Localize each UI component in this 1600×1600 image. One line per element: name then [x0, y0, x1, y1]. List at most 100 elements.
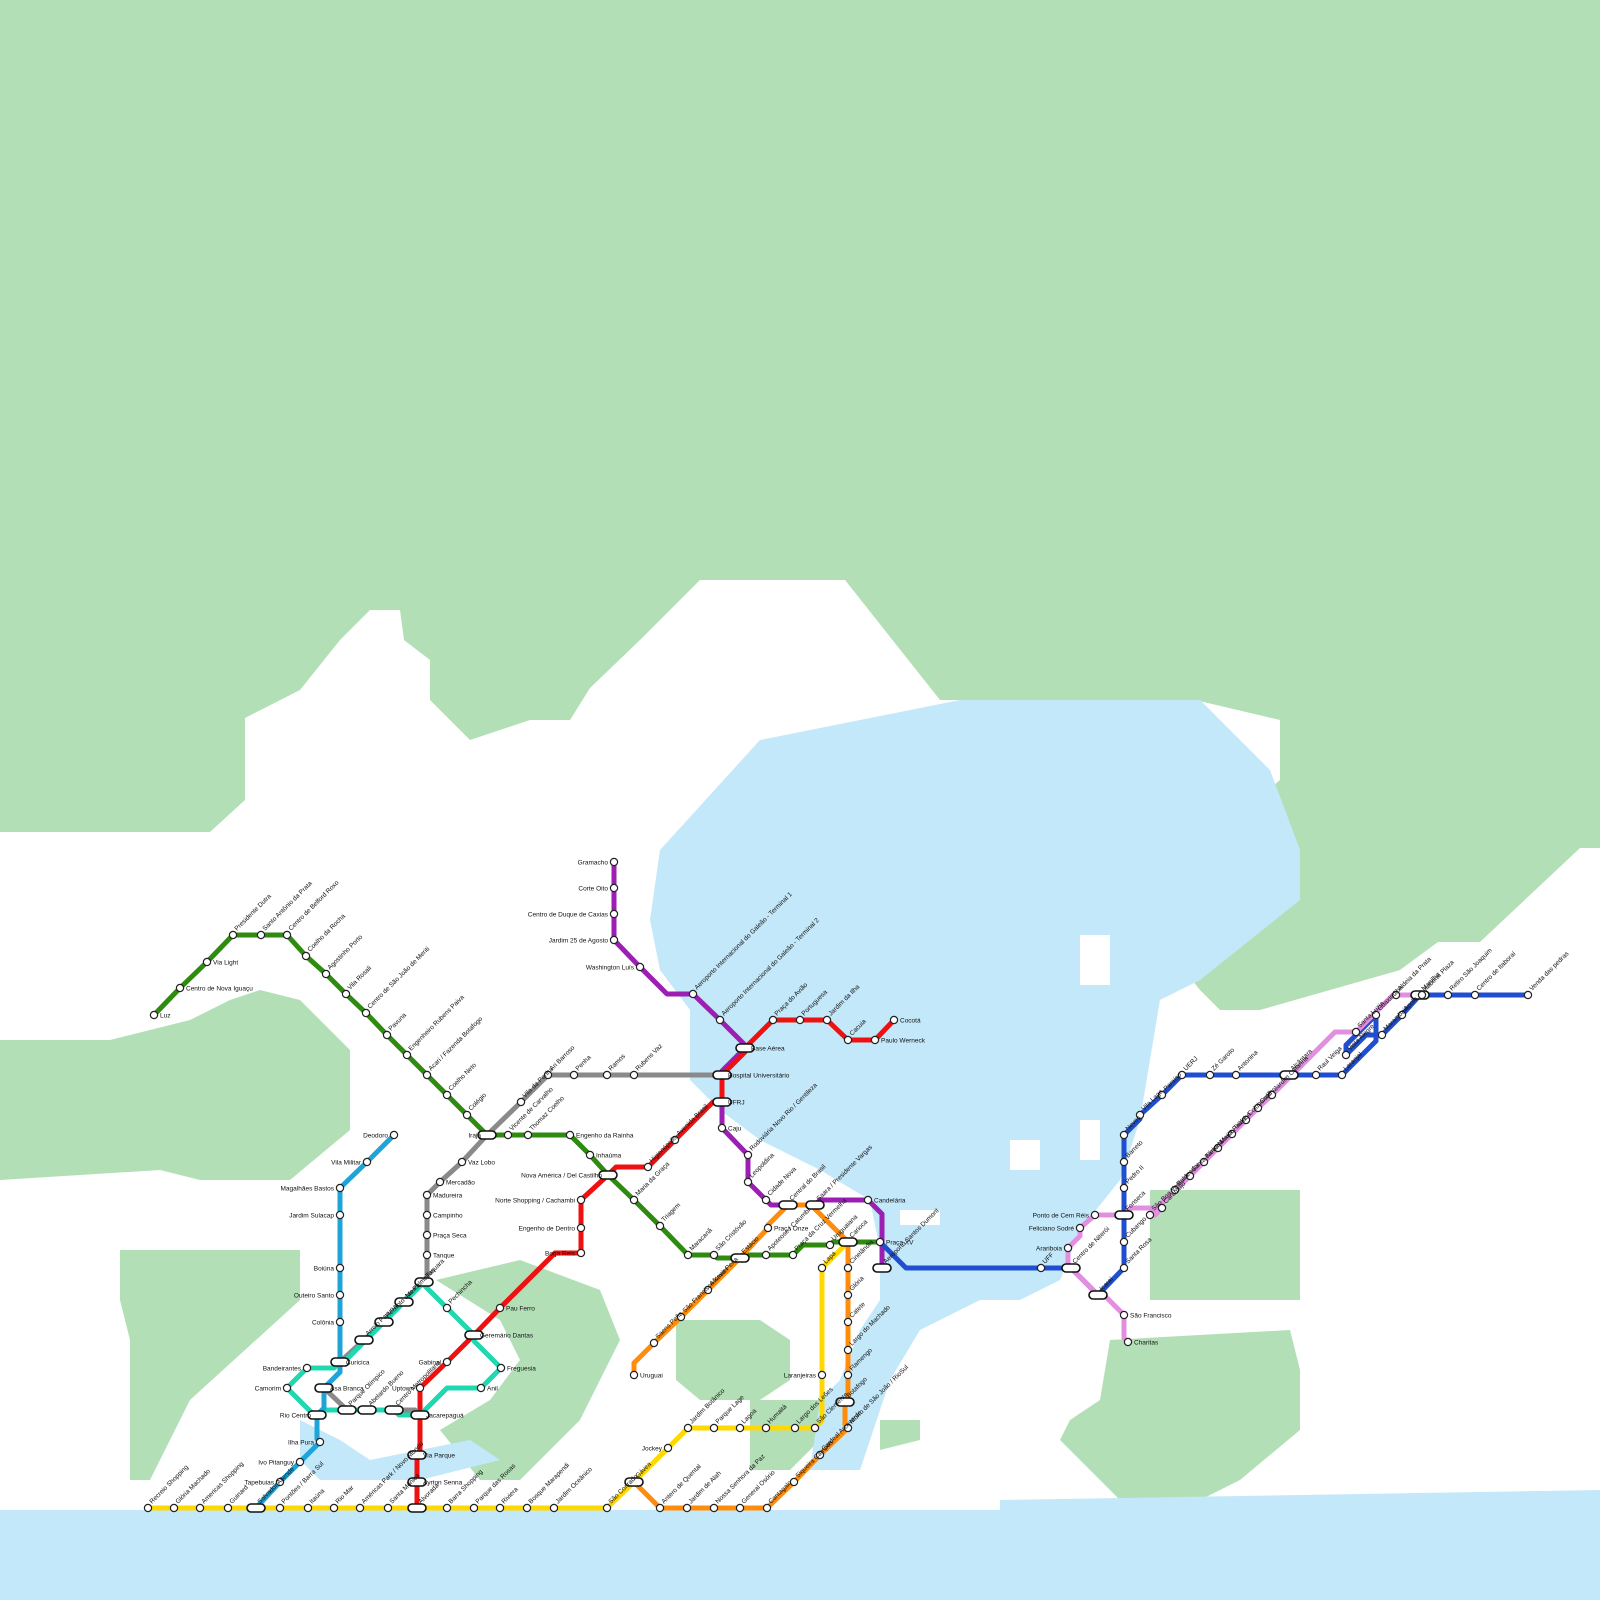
station-colubande[interactable] [1241, 1115, 1251, 1125]
station-jardim-oceanico[interactable] [549, 1503, 559, 1513]
station-novo-mexico[interactable] [1199, 1157, 1209, 1167]
station-mercadao[interactable] [435, 1177, 445, 1187]
station-centro-de-niteroi[interactable] [1061, 1263, 1081, 1273]
station-higienopolis[interactable] [643, 1162, 653, 1172]
station-maria-da-graca[interactable] [629, 1195, 639, 1205]
station-cantagalo[interactable] [762, 1503, 772, 1513]
station-afonso-pena[interactable] [703, 1285, 713, 1295]
station-antonina[interactable] [1231, 1070, 1241, 1080]
station-merck[interactable] [394, 1297, 414, 1307]
station-santa-monica[interactable] [383, 1503, 393, 1513]
station-magalhaes-bastos[interactable] [335, 1183, 345, 1193]
station-itauna[interactable] [303, 1503, 313, 1513]
station-ilha-pura[interactable] [315, 1437, 325, 1447]
station-vila-da-penha[interactable] [516, 1097, 526, 1107]
station-gloria-machado[interactable] [169, 1503, 179, 1513]
station-engenho-de-dentro[interactable] [576, 1223, 586, 1233]
station-cubango[interactable] [1119, 1237, 1129, 1247]
station-engenho-da-rainha[interactable] [565, 1130, 575, 1140]
station-agostinho-porto[interactable] [321, 969, 331, 979]
station-santa-rosa[interactable] [1119, 1263, 1129, 1273]
station-rubens-vaz[interactable] [629, 1070, 639, 1080]
station-parque-lage[interactable] [709, 1423, 719, 1433]
station-corte-oito[interactable] [609, 883, 619, 893]
station-centro-de-duque-de-caxias[interactable] [609, 909, 619, 919]
station-largo-do-machado[interactable] [843, 1345, 853, 1355]
station-recreio-shopping[interactable] [143, 1503, 153, 1513]
station-bandeirantes[interactable] [302, 1363, 312, 1373]
station-centro-de-itaborai[interactable] [1470, 990, 1480, 1000]
station-largo-dos-leoes[interactable] [790, 1423, 800, 1433]
station-borja-reis[interactable] [576, 1248, 586, 1258]
station-nossa-senhora-da-paz[interactable] [709, 1503, 719, 1513]
station-norte-shopping-cachambi[interactable] [576, 1195, 586, 1205]
station-rodoviaria-novo-rio-gentileza[interactable] [743, 1150, 753, 1160]
station-colegio[interactable] [462, 1110, 472, 1120]
station-alcantara[interactable] [1279, 1070, 1299, 1080]
station-curicica[interactable] [330, 1357, 350, 1367]
station-ari-barroso[interactable] [543, 1070, 553, 1080]
station-asa-branca[interactable] [314, 1383, 334, 1393]
station-acari-fazenda-botafogo[interactable] [422, 1070, 432, 1080]
station-leopoldina[interactable] [743, 1177, 753, 1187]
station-sao-francisco[interactable] [1119, 1310, 1129, 1320]
station-base-aerea[interactable] [735, 1043, 755, 1053]
station-vicente-de-carvalho[interactable] [503, 1130, 513, 1140]
station-itaborai-plaza[interactable] [1417, 990, 1427, 1000]
station-ivo-pitanguy[interactable] [295, 1457, 305, 1467]
station-paraiso[interactable] [1157, 1090, 1167, 1100]
station-penha[interactable] [569, 1070, 579, 1080]
station-washington-luis[interactable] [635, 962, 645, 972]
station-ponto-de-cem-reis[interactable] [1090, 1210, 1100, 1220]
station-maria-paula[interactable] [1213, 1143, 1223, 1153]
station-ufrj[interactable] [712, 1097, 732, 1107]
station-inhauma[interactable] [585, 1150, 595, 1160]
station-apolo[interactable] [1397, 1010, 1407, 1020]
station-guinard[interactable] [223, 1503, 233, 1513]
station-aeroporto-internacional-do-galeao-terminal-1[interactable] [688, 989, 698, 999]
station-americas-shopping[interactable] [195, 1503, 205, 1513]
station-jardim-sulacap[interactable] [335, 1210, 345, 1220]
station-centro-metropolitano[interactable] [384, 1405, 404, 1415]
station-jardim-de-alah[interactable] [682, 1503, 692, 1513]
station-tribobo[interactable] [1227, 1129, 1237, 1139]
station-bosque-marapendi[interactable] [522, 1503, 532, 1513]
station-jardim-da-ilha[interactable] [822, 1015, 832, 1025]
station-geremario-dantas[interactable] [464, 1330, 484, 1340]
station-feliciano-sodre[interactable] [1075, 1223, 1085, 1233]
station-madureira[interactable] [422, 1190, 432, 1200]
station-raul-veiga[interactable] [1311, 1070, 1321, 1080]
station-parque-das-rosas[interactable] [469, 1503, 479, 1513]
station-caju[interactable] [717, 1123, 727, 1133]
station-estacio[interactable] [730, 1253, 750, 1263]
station-icarai[interactable] [1088, 1290, 1108, 1300]
station-aeroporto-internacional-do-galeao-terminal-2[interactable] [715, 1015, 725, 1025]
station-abelardo-bueno[interactable] [357, 1405, 377, 1415]
station-vaz-lobo[interactable] [457, 1157, 467, 1167]
station-uruguaiana[interactable] [825, 1240, 835, 1250]
station-botafogo[interactable] [835, 1397, 855, 1407]
station-marambaia[interactable] [1377, 1030, 1387, 1040]
station-central-do-brasil[interactable] [778, 1200, 798, 1210]
station-pedro-ii[interactable] [1119, 1183, 1129, 1193]
station-ramos[interactable] [602, 1070, 612, 1080]
station-gavea[interactable] [624, 1477, 644, 1487]
station-deodoro[interactable] [389, 1130, 399, 1140]
station-salvador-allende[interactable] [246, 1503, 266, 1513]
station-aldeia-da-prata[interactable] [1391, 990, 1401, 1000]
station-uff[interactable] [1036, 1263, 1046, 1273]
station-saara-presidente-vargas[interactable] [805, 1200, 825, 1210]
station-pechincha[interactable] [442, 1303, 452, 1313]
station-barra-shopping[interactable] [442, 1503, 452, 1513]
station-centro-de-sao-joao-de-meriti[interactable] [361, 1008, 371, 1018]
station-humaita[interactable] [761, 1423, 771, 1433]
station-morro-de-sao-joao-riosul[interactable] [843, 1423, 853, 1433]
station-americas-park-novo-mundo[interactable] [355, 1503, 365, 1513]
station-ze-garoto[interactable] [1205, 1070, 1215, 1080]
station-jardim-catarina[interactable] [1267, 1090, 1277, 1100]
station-fonseca[interactable] [1114, 1210, 1134, 1220]
station-vila-rosali[interactable] [341, 989, 351, 999]
station-boiuna[interactable] [335, 1263, 345, 1273]
station-venda-das-pedras[interactable] [1523, 990, 1533, 1000]
station-taquara[interactable] [414, 1277, 434, 1287]
